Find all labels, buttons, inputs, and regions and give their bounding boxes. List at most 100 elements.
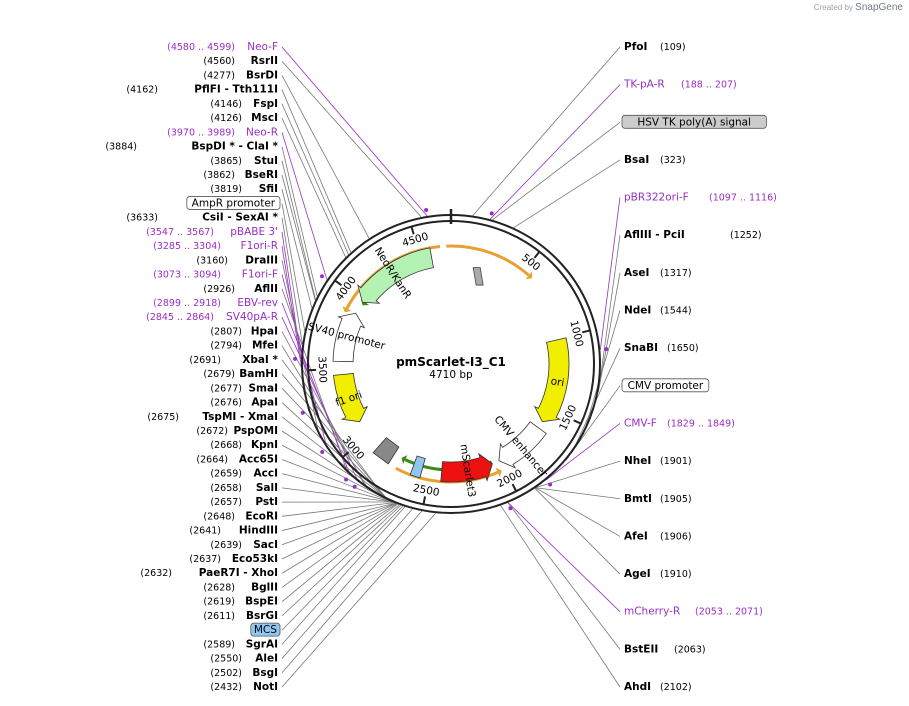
primer-pbabe-3-name: pBABE 3' — [230, 226, 278, 238]
feature-ori — [533, 337, 570, 423]
enzyme-draiii-connector — [281, 260, 320, 436]
enzyme-eco53ki-connector — [281, 503, 397, 560]
enzyme-pflfi-tth111i-position: (4162) — [126, 85, 158, 96]
enzyme-pfoi-label: PfoI (109) — [624, 41, 686, 53]
enzyme-ecori-name: EcoRI — [245, 510, 278, 522]
enzyme-hindiii-connector — [281, 502, 396, 531]
primer-neo-r-range: (3970 .. 3989) — [167, 127, 235, 138]
primer-pbabe-3-label: pBABE 3'(3547 .. 3567) — [146, 226, 278, 238]
snapgene-credit: Created by SnapGene — [814, 2, 903, 13]
primer-f1ori-f-mark — [320, 450, 325, 455]
enzyme-kpni-label: KpnI (2668) — [210, 439, 278, 451]
enzyme-bsrdi-name: BsrDI — [246, 69, 278, 81]
enzyme-noti-position: (2432) — [210, 682, 242, 693]
enzyme-pflfi-tth111i-connector — [281, 89, 352, 253]
enzyme-hindiii-label: HindIII(2641) — [189, 525, 278, 537]
enzyme-eco53ki-label: Eco53kI(2637) — [189, 553, 278, 565]
snapgene-logo: SnapGene — [855, 2, 903, 13]
enzyme-stui-name: StuI — [254, 155, 278, 167]
enzyme-apai-name: ApaI — [251, 397, 278, 409]
enzyme-sali-name: SalI — [256, 482, 278, 494]
enzyme-alei-label: AleI(2550) — [210, 653, 278, 665]
site-labels: PfoI(109)TK-pA-R(188 .. 207)HSV TK poly(… — [105, 41, 776, 693]
primer-f1ori-f-label: F1ori-F(3073 .. 3094) — [153, 269, 278, 281]
enzyme-sali-position: (2658) — [210, 483, 242, 494]
enzyme-paer7i-xhoi-connector — [281, 503, 398, 574]
enzyme-noti-label: NotI(2432) — [210, 681, 278, 693]
primer-pbr322ori-f-connector — [599, 197, 621, 350]
primer-ebv-rev-connector — [281, 302, 351, 476]
primer-neo-r-label: Neo-R (3970 .. 3989) — [167, 126, 278, 138]
enzyme-alei-connector — [281, 508, 413, 659]
feature-mcs-text: MCS — [254, 624, 277, 636]
enzyme-kpni-position: (2668) — [210, 440, 242, 451]
enzyme-xbai-connector — [281, 359, 387, 500]
enzyme-agei-name: AgeI — [624, 568, 651, 580]
enzyme-msci-position: (4126) — [210, 113, 242, 124]
enzyme-sfii-position: (3819) — [210, 184, 242, 195]
annotation-arc-head — [342, 306, 352, 313]
enzyme-bsai-connector — [513, 159, 621, 229]
enzyme-sgrai-name: SgrAI — [246, 638, 278, 650]
enzyme-afei-position: (1906) — [660, 531, 692, 542]
primer-f1ori-r-mark — [300, 410, 305, 415]
enzyme-saci-connector — [281, 502, 396, 546]
enzyme-bmti-position: (1905) — [660, 494, 692, 505]
enzyme-paer7i-xhoi-label: PaeR7I - XhoI(2632) — [140, 567, 278, 579]
feature-hsv-tk-poly-a-signal-connector — [492, 121, 621, 221]
enzyme-pfoi-position: (109) — [660, 42, 686, 53]
tick-label-3500: 3500 — [316, 356, 329, 383]
feature-hsv-tk-poly-a-signal-box — [621, 114, 767, 129]
primer-pbr322ori-f-mark — [604, 347, 609, 352]
primer-mcherry-r-mark — [508, 506, 513, 511]
feature-sv40-poly-a-signal — [372, 437, 400, 465]
primer-mcherry-r-name: mCherry-R — [624, 606, 680, 618]
tick-mark-4500 — [410, 226, 415, 235]
enzyme-pfoi-connector — [472, 46, 621, 216]
enzyme-pfoi-name: PfoI — [624, 41, 647, 53]
enzyme-rsrii-position: (4560) — [203, 56, 235, 67]
enzyme-rsrii-connector — [281, 60, 422, 218]
primer-cmv-f-range: (1829 .. 1849) — [667, 418, 735, 429]
primer-f1ori-f-range: (3073 .. 3094) — [153, 270, 221, 281]
enzyme-sfii-label: SfiI(3819) — [210, 183, 278, 195]
enzyme-bsgi-connector — [281, 510, 423, 674]
enzyme-pspomi-position: (2672) — [196, 426, 228, 437]
enzyme-bamhi-name: BamHI — [239, 368, 278, 380]
enzyme-kpni-name: KpnI — [251, 439, 278, 451]
enzyme-sali-label: SalI (2658) — [210, 482, 278, 494]
primer-neo-r-name: Neo-R — [246, 126, 278, 138]
enzyme-afliii-pcii-label: AflIII - PciI(1252) — [624, 229, 762, 241]
enzyme-bseri-connector — [281, 174, 316, 301]
enzyme-tspmi-xmai-name: TspMI - XmaI — [202, 411, 278, 423]
tick-mark-2500 — [422, 496, 427, 505]
enzyme-csii-sexai-name: CsiI - SexAI * — [202, 212, 278, 224]
enzyme-bglii-label: BglII(2628) — [203, 581, 278, 593]
primer-ebv-rev-range: (2899 .. 2918) — [153, 298, 221, 309]
enzyme-bsrgi-name: BsrGI — [246, 610, 278, 622]
feature-cmv-promoter-text: CMV promoter — [628, 380, 704, 392]
enzyme-hindiii-name: HindIII — [239, 525, 278, 537]
tick-mark-3000 — [341, 451, 350, 459]
enzyme-afei-name: AfeI — [624, 530, 648, 542]
plasmid-center: pmScarlet-I3_C1 4710 bp — [396, 355, 506, 381]
enzyme-bsteii-connector — [507, 502, 621, 650]
primer-ebv-rev-mark — [344, 477, 349, 482]
primer-f1ori-r-name: F1ori-R — [241, 240, 278, 252]
enzyme-bspei-position: (2619) — [203, 597, 235, 608]
enzyme-nhei-position: (1901) — [660, 456, 692, 467]
primer-marks — [293, 207, 609, 511]
primer-sv40pa-r-label: SV40pA-R(2845 .. 2864) — [146, 311, 278, 323]
enzyme-bspdi-clai-position: (3884) — [105, 142, 137, 153]
enzyme-bspdi-clai-label: BspDI * - ClaI *(3884) — [105, 141, 278, 153]
annotation-arc — [446, 244, 530, 277]
enzyme-bsrdi-position: (4277) — [203, 70, 235, 81]
enzyme-psti-name: PstI — [255, 496, 278, 508]
primer-f1ori-r-label: F1ori-R(3285 .. 3304) — [153, 240, 278, 252]
enzyme-saci-position: (2639) — [210, 540, 242, 551]
feature-neor-kanr — [357, 247, 434, 304]
enzyme-fspi-connector — [281, 103, 349, 255]
enzyme-xbai-name: XbaI * — [242, 354, 278, 366]
enzyme-bsrgi-connector — [281, 505, 402, 617]
enzyme-alei-position: (2550) — [210, 654, 242, 665]
